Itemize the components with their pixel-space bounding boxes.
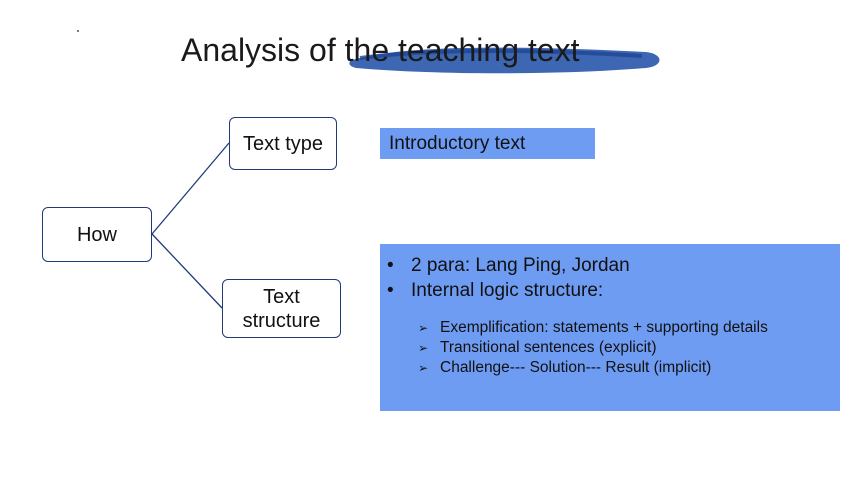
- title-prefix: Analysis of: [181, 32, 345, 68]
- arrow-bullet-icon: ➢: [418, 321, 429, 335]
- connector-how-to-text-type: [151, 142, 230, 235]
- sub-bullet-item: ➢ Challenge--- Solution--- Result (implic…: [418, 359, 711, 377]
- bullet-dot-icon: •: [387, 280, 394, 301]
- connector-how-to-text-structure: [151, 233, 223, 309]
- bullet-text: Internal logic structure:: [411, 280, 604, 301]
- bullet-text: 2 para: Lang Ping, Jordan: [411, 255, 630, 276]
- node-text-structure-label: Text structure: [243, 285, 321, 333]
- node-how-label: How: [76, 223, 117, 246]
- sub-bullet-text: Exemplification: statements + supporting…: [440, 319, 768, 336]
- sub-bullet-item: ➢ Transitional sentences (explicit): [418, 339, 657, 357]
- arrow-bullet-icon: ➢: [418, 341, 429, 355]
- sub-bullet-item: ➢ Exemplification: statements + supportin…: [418, 319, 768, 337]
- arrow-bullet-icon: ➢: [418, 361, 429, 375]
- sub-bullet-text: Challenge--- Solution--- Result (implici…: [440, 359, 712, 376]
- stray-dot: [77, 30, 79, 32]
- text-structure-details-box: • 2 para: Lang Ping, Jordan • Internal log…: [380, 244, 840, 411]
- bullet-dot-icon: •: [387, 255, 394, 276]
- page-title: Analysis of the teaching text: [181, 30, 579, 70]
- node-text-type: Text type: [229, 117, 337, 170]
- highlight-marker-stroke: [349, 47, 660, 74]
- sub-bullet-text: Transitional sentences (explicit): [440, 339, 657, 356]
- text-type-answer: Introductory text: [389, 133, 526, 154]
- node-how: How: [42, 207, 152, 262]
- node-text-type-label: Text type: [242, 132, 324, 155]
- bullet-item: • Internal logic structure:: [387, 280, 603, 302]
- text-type-answer-box: Introductory text: [380, 128, 595, 159]
- node-text-structure: Text structure: [222, 279, 341, 338]
- node-text-structure-line2: structure: [242, 309, 321, 332]
- node-text-structure-line1: Text: [263, 285, 300, 308]
- bullet-item: • 2 para: Lang Ping, Jordan: [387, 255, 630, 277]
- title-highlighted-text: the teaching text: [344, 32, 580, 68]
